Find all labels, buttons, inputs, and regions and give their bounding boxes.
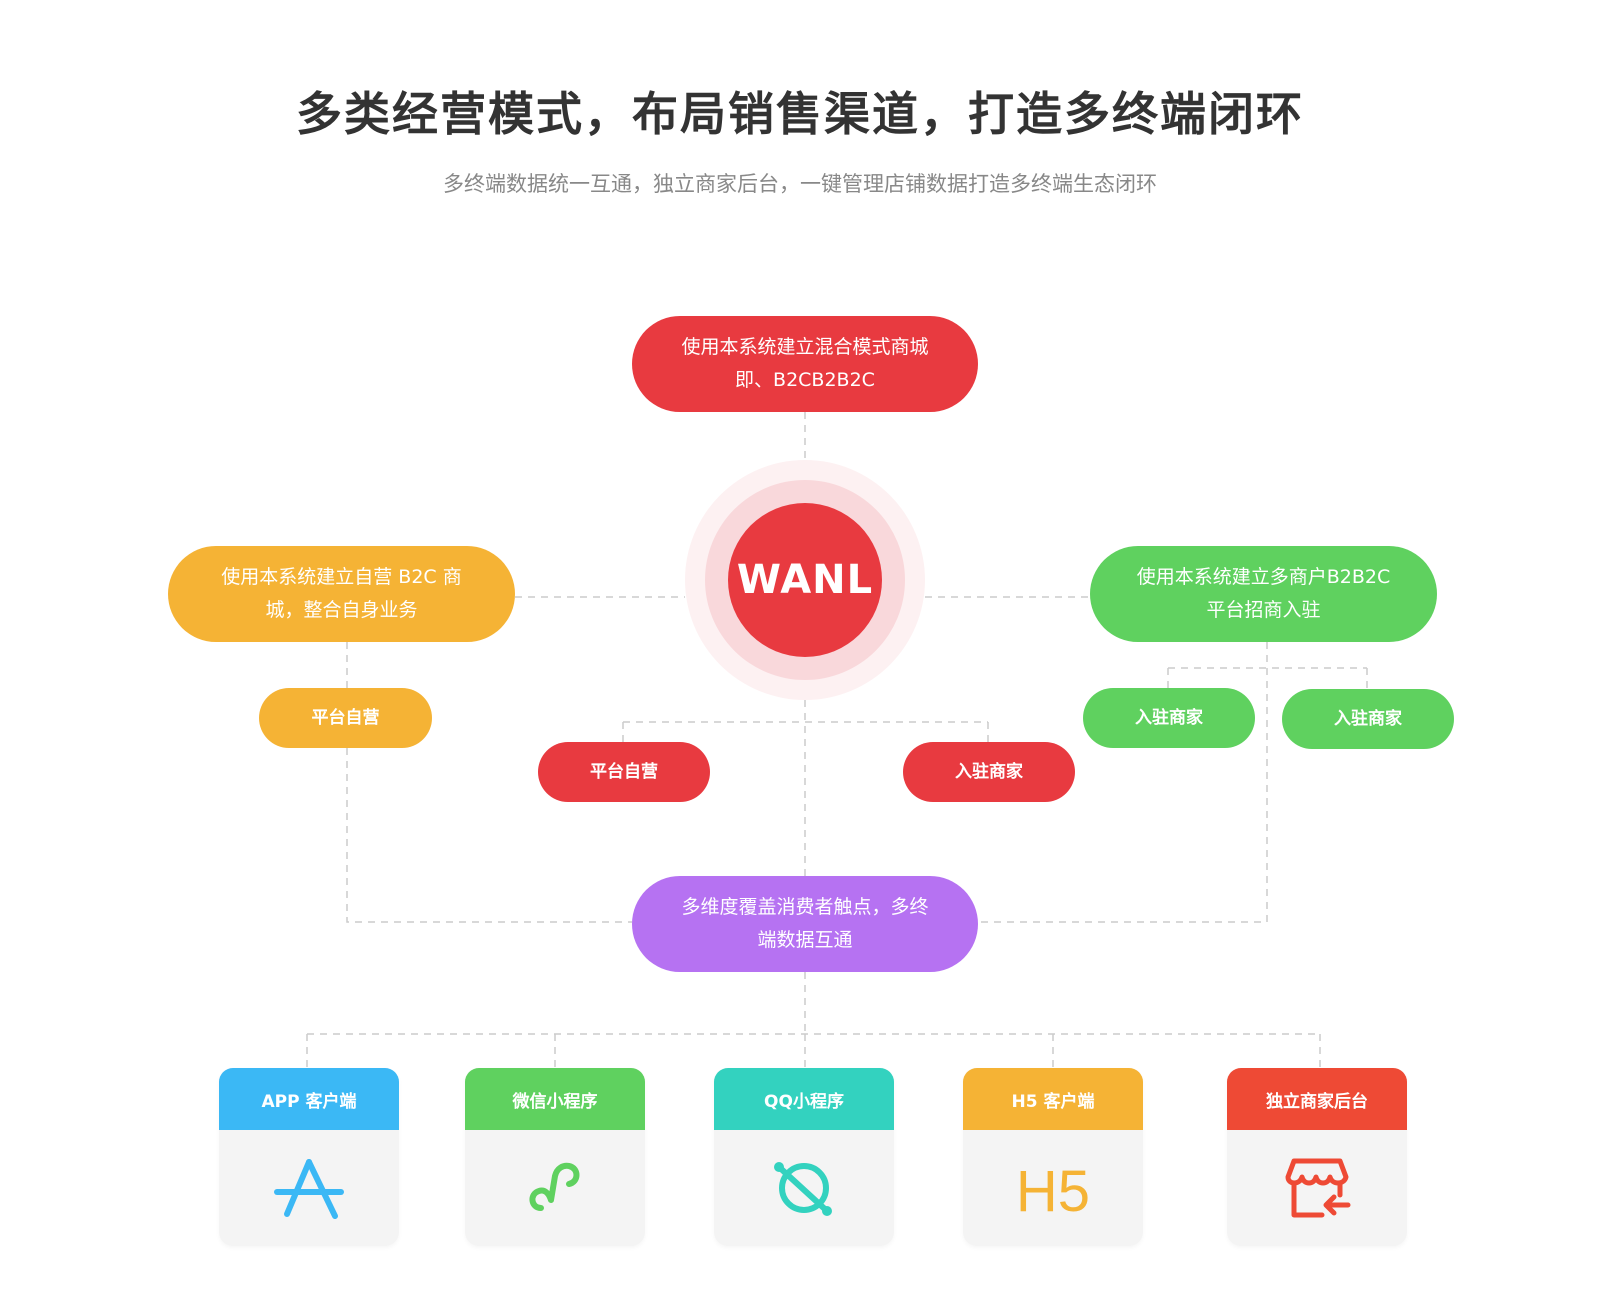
terminal-card-h5: H5 客户端 H5	[963, 1068, 1143, 1246]
terminal-card-app-label: APP 客户端	[261, 1091, 357, 1112]
terminal-card-qq-label: QQ小程序	[764, 1091, 844, 1112]
terminal-card-qq-mini-program: QQ小程序	[714, 1068, 894, 1246]
node-multi-dimension-coverage-label: 多维度覆盖消费者触点，多终 端数据互通	[681, 896, 929, 951]
node-multi-merchant-b2b2c-label: 使用本系统建立多商户B2B2C 平台招商入驻	[1136, 566, 1391, 621]
sub-node-mid-self-operated: 平台自营	[538, 742, 710, 802]
page-title: 多类经营模式，布局销售渠道，打造多终端闭环	[296, 87, 1304, 141]
terminal-card-app-header: APP 客户端	[219, 1068, 399, 1130]
sub-node-mid-merchant: 入驻商家	[903, 742, 1075, 802]
sub-node-mid-merchant-label: 入驻商家	[955, 761, 1023, 782]
terminal-card-wechat-mini-program: 微信小程序	[465, 1068, 645, 1246]
app-store-icon	[274, 1159, 344, 1219]
node-hybrid-mall: 使用本系统建立混合模式商城 即、B2CB2B2C	[632, 316, 978, 412]
wanl-logo: WANL	[728, 503, 882, 657]
sub-node-left-self-operated-label: 平台自营	[311, 707, 380, 728]
node-self-operated-b2c-label: 使用本系统建立自营 B2C 商 城，整合自身业务	[221, 566, 462, 621]
svg-text:H5: H5	[1016, 1159, 1090, 1223]
sub-node-right-merchant-2: 入驻商家	[1282, 689, 1454, 749]
node-self-operated-b2c: 使用本系统建立自营 B2C 商 城，整合自身业务	[168, 546, 515, 642]
terminal-card-wechat-header: 微信小程序	[465, 1068, 645, 1130]
page-subtitle: 多终端数据统一互通，独立商家后台，一键管理店铺数据打造多终端生态闭环	[443, 172, 1157, 196]
mini-program-icon	[529, 1162, 580, 1211]
terminal-card-qq-header: QQ小程序	[714, 1068, 894, 1130]
terminal-card-merchant-backend-label: 独立商家后台	[1266, 1091, 1368, 1112]
terminal-card-h5-label: H5 客户端	[1011, 1091, 1095, 1112]
sub-node-left-self-operated: 平台自营	[259, 688, 432, 748]
wanl-logo-text: WANL	[736, 557, 874, 603]
sub-node-mid-self-operated-label: 平台自营	[590, 761, 658, 782]
terminal-card-wechat-label: 微信小程序	[512, 1091, 598, 1112]
node-hybrid-mall-label: 使用本系统建立混合模式商城 即、B2CB2B2C	[681, 336, 929, 391]
h5-icon: H5	[1016, 1159, 1090, 1223]
sub-node-right-merchant-1-label: 入驻商家	[1135, 707, 1203, 728]
planet-icon	[774, 1162, 832, 1216]
terminal-card-merchant-backend-header: 独立商家后台	[1227, 1068, 1407, 1130]
node-multi-dimension-coverage: 多维度覆盖消费者触点，多终 端数据互通	[632, 876, 978, 972]
node-multi-merchant-b2b2c: 使用本系统建立多商户B2B2C 平台招商入驻	[1090, 546, 1437, 642]
sub-node-right-merchant-1: 入驻商家	[1083, 688, 1255, 748]
terminal-card-merchant-backend: 独立商家后台	[1227, 1068, 1407, 1246]
terminal-card-h5-header: H5 客户端	[963, 1068, 1143, 1130]
sub-node-right-merchant-2-label: 入驻商家	[1334, 708, 1402, 729]
store-icon	[1285, 1158, 1351, 1218]
terminal-card-app: APP 客户端	[219, 1068, 399, 1246]
